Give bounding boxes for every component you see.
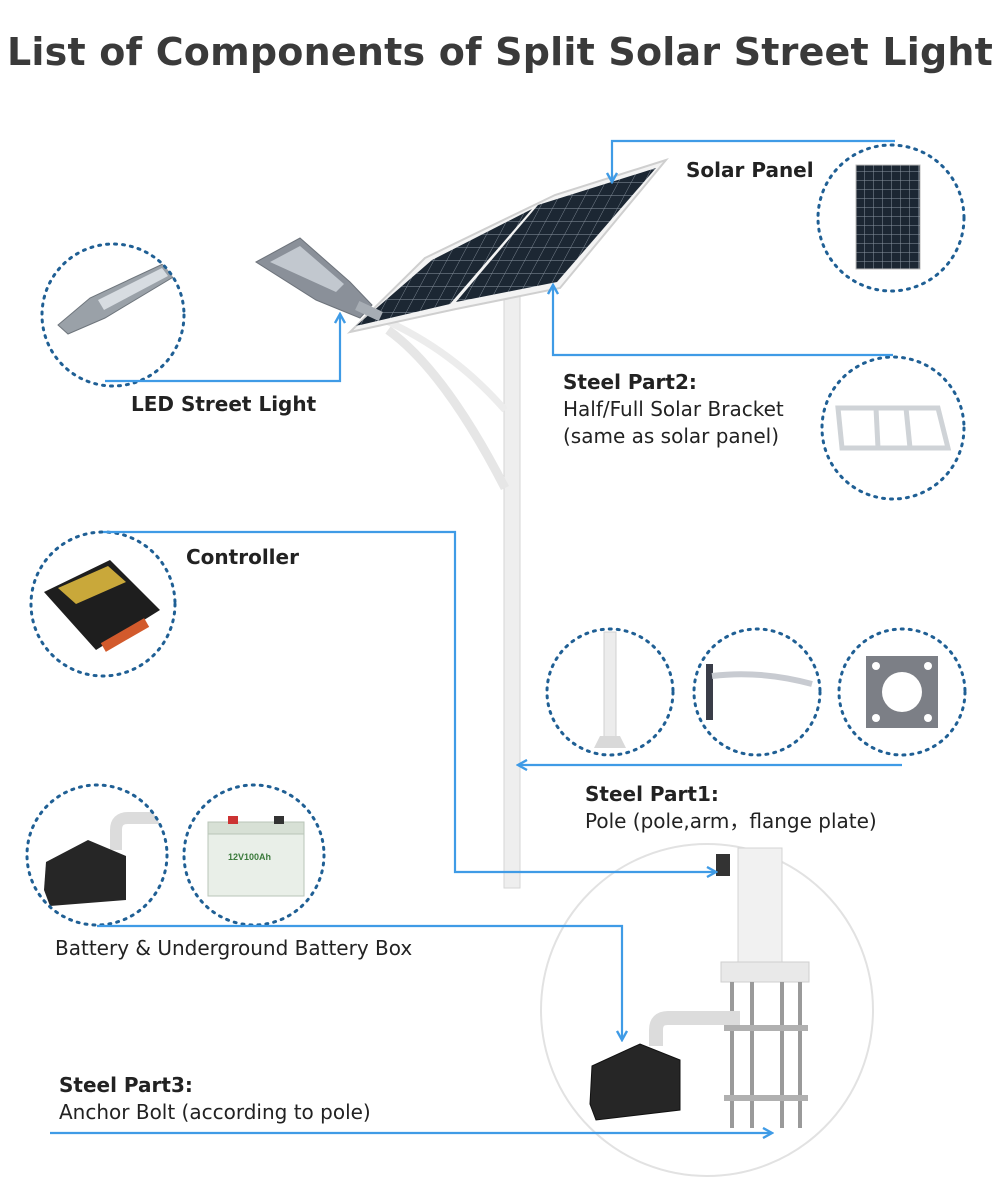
- solar-panel-main: [346, 158, 669, 334]
- label-steel-part2: Steel Part2: Half/Full Solar Bracket (sa…: [563, 369, 784, 450]
- label-steel-part1: Steel Part1: Pole (pole,arm，flange plate…: [585, 781, 877, 835]
- thumb-controller: [29, 530, 177, 678]
- thumb-led-street-light: [40, 242, 186, 388]
- label-battery-text: Battery & Underground Battery Box: [55, 936, 413, 960]
- arrow-controller: [103, 530, 716, 872]
- label-controller: Controller: [186, 544, 299, 571]
- arrow-solar-panel: [612, 139, 895, 182]
- thumb-flange-plate: [837, 627, 967, 757]
- thumb-solar-panel: [816, 143, 966, 293]
- label-steel-part3-line1: Anchor Bolt (according to pole): [59, 1100, 371, 1124]
- label-led-street-light: LED Street Light: [131, 391, 316, 418]
- arrow-battery: [97, 924, 622, 1040]
- label-steel-part1-line1: Pole (pole,arm，flange plate): [585, 809, 877, 833]
- label-steel-part1-title: Steel Part1:: [585, 782, 719, 806]
- label-steel-part2-line2: (same as solar panel): [563, 424, 779, 448]
- arrow-led-light: [105, 314, 340, 383]
- thumb-battery-box: [25, 783, 169, 927]
- thumb-solar-bracket: [820, 355, 966, 501]
- thumb-battery: [182, 783, 326, 927]
- street-light-pole: [378, 289, 521, 889]
- label-controller-text: Controller: [186, 545, 299, 569]
- label-steel-part2-line1: Half/Full Solar Bracket: [563, 397, 784, 421]
- label-steel-part3-title: Steel Part3:: [59, 1073, 193, 1097]
- diagram-title: List of Components of Split Solar Street…: [7, 30, 993, 74]
- label-steel-part2-title: Steel Part2:: [563, 370, 697, 394]
- label-battery: Battery & Underground Battery Box: [55, 935, 412, 962]
- foundation-detail: [540, 843, 874, 1177]
- label-led-street-light-text: LED Street Light: [131, 392, 317, 416]
- battery-product-text: 12V100Ah: [228, 852, 271, 862]
- thumb-pole: [545, 627, 675, 757]
- led-lamp-main: [255, 237, 383, 322]
- label-solar-panel: Solar Panel: [686, 157, 814, 184]
- label-solar-panel-text: Solar Panel: [686, 158, 814, 182]
- pointer-arrows: [50, 139, 902, 1133]
- thumb-arm: [692, 627, 822, 757]
- label-steel-part3: Steel Part3: Anchor Bolt (according to p…: [59, 1072, 371, 1126]
- arrow-solar-bracket: [553, 285, 893, 357]
